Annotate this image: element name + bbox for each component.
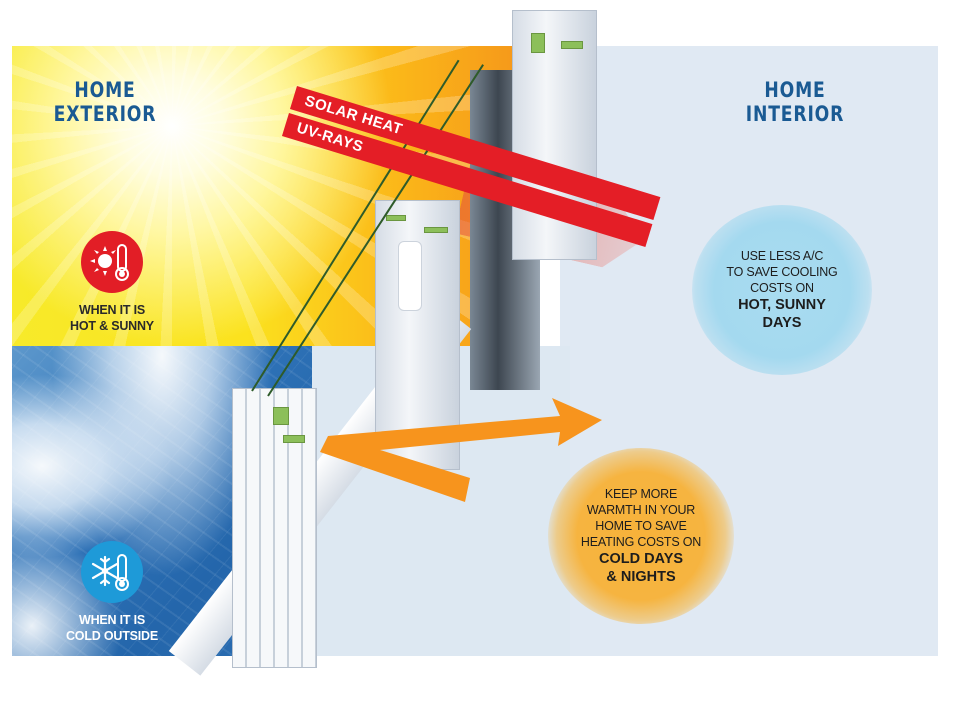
bubble-text: USE LESS A/C TO SAVE COOLING COSTS ON	[726, 248, 837, 296]
bubble-emph-line: COLD DAYS	[598, 551, 684, 567]
title-line: INTERIOR	[745, 102, 845, 126]
window-sash-frame	[375, 200, 460, 470]
caption-line: COLD OUTSIDE	[65, 629, 159, 643]
cooling-savings-bubble: USE LESS A/C TO SAVE COOLING COSTS ON HO…	[692, 205, 872, 375]
window-lock-handle	[398, 241, 422, 311]
cold-outside-caption: WHEN IT IS COLD OUTSIDE	[42, 612, 182, 644]
heating-savings-bubble: KEEP MORE WARMTH IN YOUR HOME TO SAVE HE…	[548, 448, 734, 624]
cold-outside-badge	[81, 541, 143, 603]
insulation-chamber	[424, 227, 448, 233]
bubble-emph-line: DAYS	[762, 315, 802, 331]
title-line: HOME	[74, 78, 136, 102]
bubble-line: WARMTH IN YOUR	[586, 503, 696, 517]
bubble-line: USE LESS A/C	[740, 249, 824, 263]
bubble-emphasis: HOT, SUNNY DAYS	[738, 296, 826, 332]
warmth-retained-arrow	[320, 398, 602, 502]
frame-ribs	[233, 389, 316, 667]
insulation-chamber	[561, 41, 583, 49]
home-interior-title: HOME INTERIOR	[742, 78, 849, 126]
sun-thermometer-icon	[90, 244, 129, 281]
window-frame-bottom-left	[232, 388, 317, 668]
bubble-line: HEATING COSTS ON	[580, 535, 702, 549]
home-exterior-title: HOME EXTERIOR	[52, 78, 159, 126]
insulation-chamber	[386, 215, 406, 221]
title-line: HOME	[764, 78, 826, 102]
caption-line: HOT & SUNNY	[70, 319, 154, 333]
bubble-emph-line: HOT, SUNNY	[738, 297, 826, 313]
bubble-text: KEEP MORE WARMTH IN YOUR HOME TO SAVE HE…	[581, 486, 701, 550]
bubble-line: HOME TO SAVE	[595, 519, 687, 533]
bubble-line: COSTS ON	[750, 281, 814, 295]
bubble-emphasis: COLD DAYS & NIGHTS	[599, 550, 683, 586]
bubble-line: TO SAVE COOLING	[726, 265, 838, 279]
bubble-line: KEEP MORE	[604, 487, 678, 501]
insulation-chamber	[531, 33, 545, 53]
caption-line: WHEN IT IS	[78, 613, 146, 627]
bubble-emph-line: & NIGHTS	[606, 569, 676, 585]
insulation-chamber	[273, 407, 289, 425]
caption-line: WHEN IT IS	[78, 303, 146, 317]
snowflake-thermometer-icon	[91, 554, 129, 591]
insulation-chamber	[283, 435, 305, 443]
title-line: EXTERIOR	[53, 102, 157, 126]
hot-sunny-caption: WHEN IT IS HOT & SUNNY	[42, 302, 182, 334]
hot-sunny-badge	[81, 231, 143, 293]
